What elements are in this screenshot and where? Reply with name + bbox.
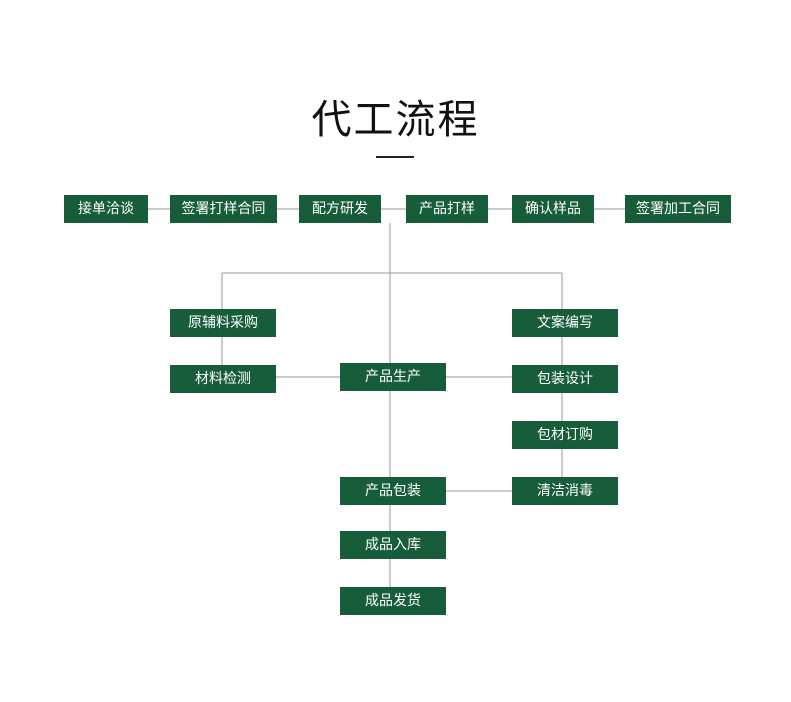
- node-product-sampling: 产品打样: [406, 195, 488, 223]
- node-confirm-sample: 确认样品: [512, 195, 594, 223]
- node-sign-sample-contract: 签署打样合同: [170, 195, 277, 223]
- node-packaging-material-order: 包材订购: [512, 421, 618, 449]
- node-sign-processing-contract: 签署加工合同: [625, 195, 731, 223]
- title-underline: [376, 156, 414, 158]
- node-warehousing: 成品入库: [340, 531, 446, 559]
- node-product-packaging: 产品包装: [340, 477, 446, 505]
- node-cleaning-disinfection: 清洁消毒: [512, 477, 618, 505]
- node-shipping: 成品发货: [340, 587, 446, 615]
- node-copywriting: 文案编写: [512, 309, 618, 337]
- node-order: 接单洽谈: [64, 195, 148, 223]
- node-material-inspection: 材料检测: [170, 365, 276, 393]
- page-title: 代工流程: [311, 97, 480, 143]
- node-formula-rd: 配方研发: [299, 195, 381, 223]
- node-production: 产品生产: [340, 363, 446, 391]
- node-raw-material-purchase: 原辅料采购: [170, 309, 276, 337]
- node-packaging-design: 包装设计: [512, 365, 618, 393]
